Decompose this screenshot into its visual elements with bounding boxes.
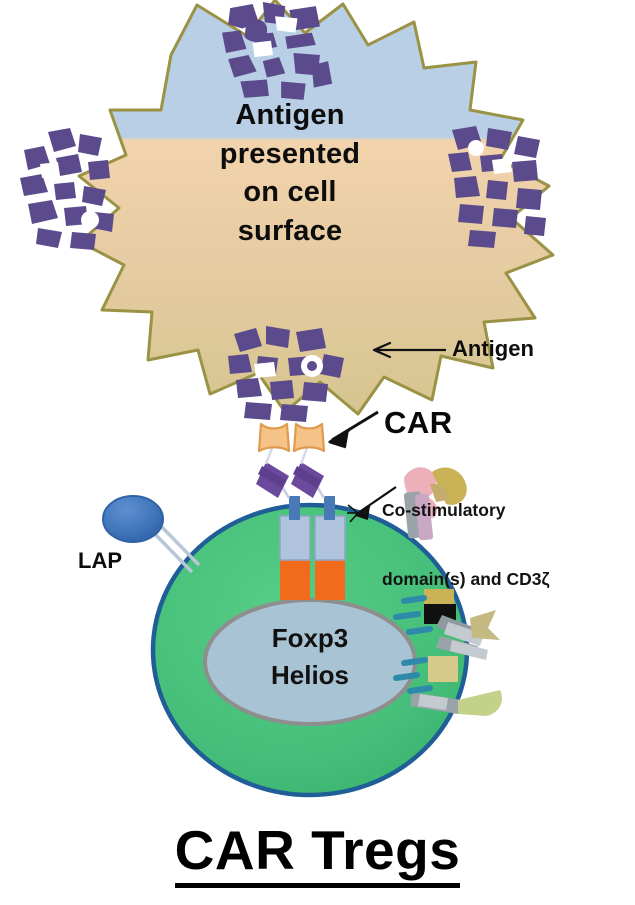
nucleus-label: Foxp3 Helios <box>200 620 420 694</box>
costimulatory-domain-label: Co-stimulatory domain(s) and CD3ζ <box>382 453 550 638</box>
cd3-zeta-domain-2 <box>315 558 345 600</box>
apc-label-line-2: presented <box>219 137 361 170</box>
car-binding-domain-1 <box>257 422 291 453</box>
nucleus-label-line-2: Helios <box>270 659 350 690</box>
costim-label-line-1: Co-stimulatory <box>382 500 506 521</box>
apc-label-line-4: surface <box>237 214 343 247</box>
lap-head <box>102 495 164 543</box>
costimulatory-domain-1 <box>279 515 311 561</box>
treg-cell <box>150 502 470 798</box>
car-binding-domain-2 <box>292 422 326 453</box>
costim-label-line-2: domain(s) and CD3ζ <box>382 569 550 590</box>
nucleus-label-line-1: Foxp3 <box>271 623 349 653</box>
antigen-cluster-left <box>20 128 114 250</box>
costim-callout-arrow <box>347 486 397 523</box>
apc-star-shape <box>77 0 555 416</box>
lap-label: LAP <box>78 548 122 573</box>
lap-receptor <box>102 495 201 574</box>
car-receptor-1 <box>256 422 311 600</box>
antigen-cluster-top <box>222 2 333 100</box>
surface-molecule-middle <box>424 589 500 660</box>
apc-star <box>77 0 555 416</box>
car-callout-arrow <box>328 410 379 449</box>
antigen-cluster-bottom <box>228 326 344 422</box>
antigen-callout-label: Antigen <box>452 336 534 361</box>
car-receptor-2 <box>291 422 346 600</box>
surface-molecule-upper <box>403 467 467 541</box>
apc-label-line-1: Antigen <box>235 99 345 131</box>
antigen-callout-arrow <box>372 341 446 359</box>
secreted-molecules <box>393 595 433 694</box>
apc-label-line-3: on cell <box>243 176 337 209</box>
car-callout-label: CAR <box>384 405 453 440</box>
figure-title: CAR Tregs <box>0 818 635 888</box>
apc-label: Antigen presented on cell surface <box>150 96 430 250</box>
figure-title-text: CAR Tregs <box>174 819 461 888</box>
cd3-zeta-domain-1 <box>280 558 310 600</box>
antigen-cluster-right <box>448 126 546 248</box>
costimulatory-domain-2 <box>314 515 346 561</box>
surface-molecule-lower <box>410 656 503 716</box>
